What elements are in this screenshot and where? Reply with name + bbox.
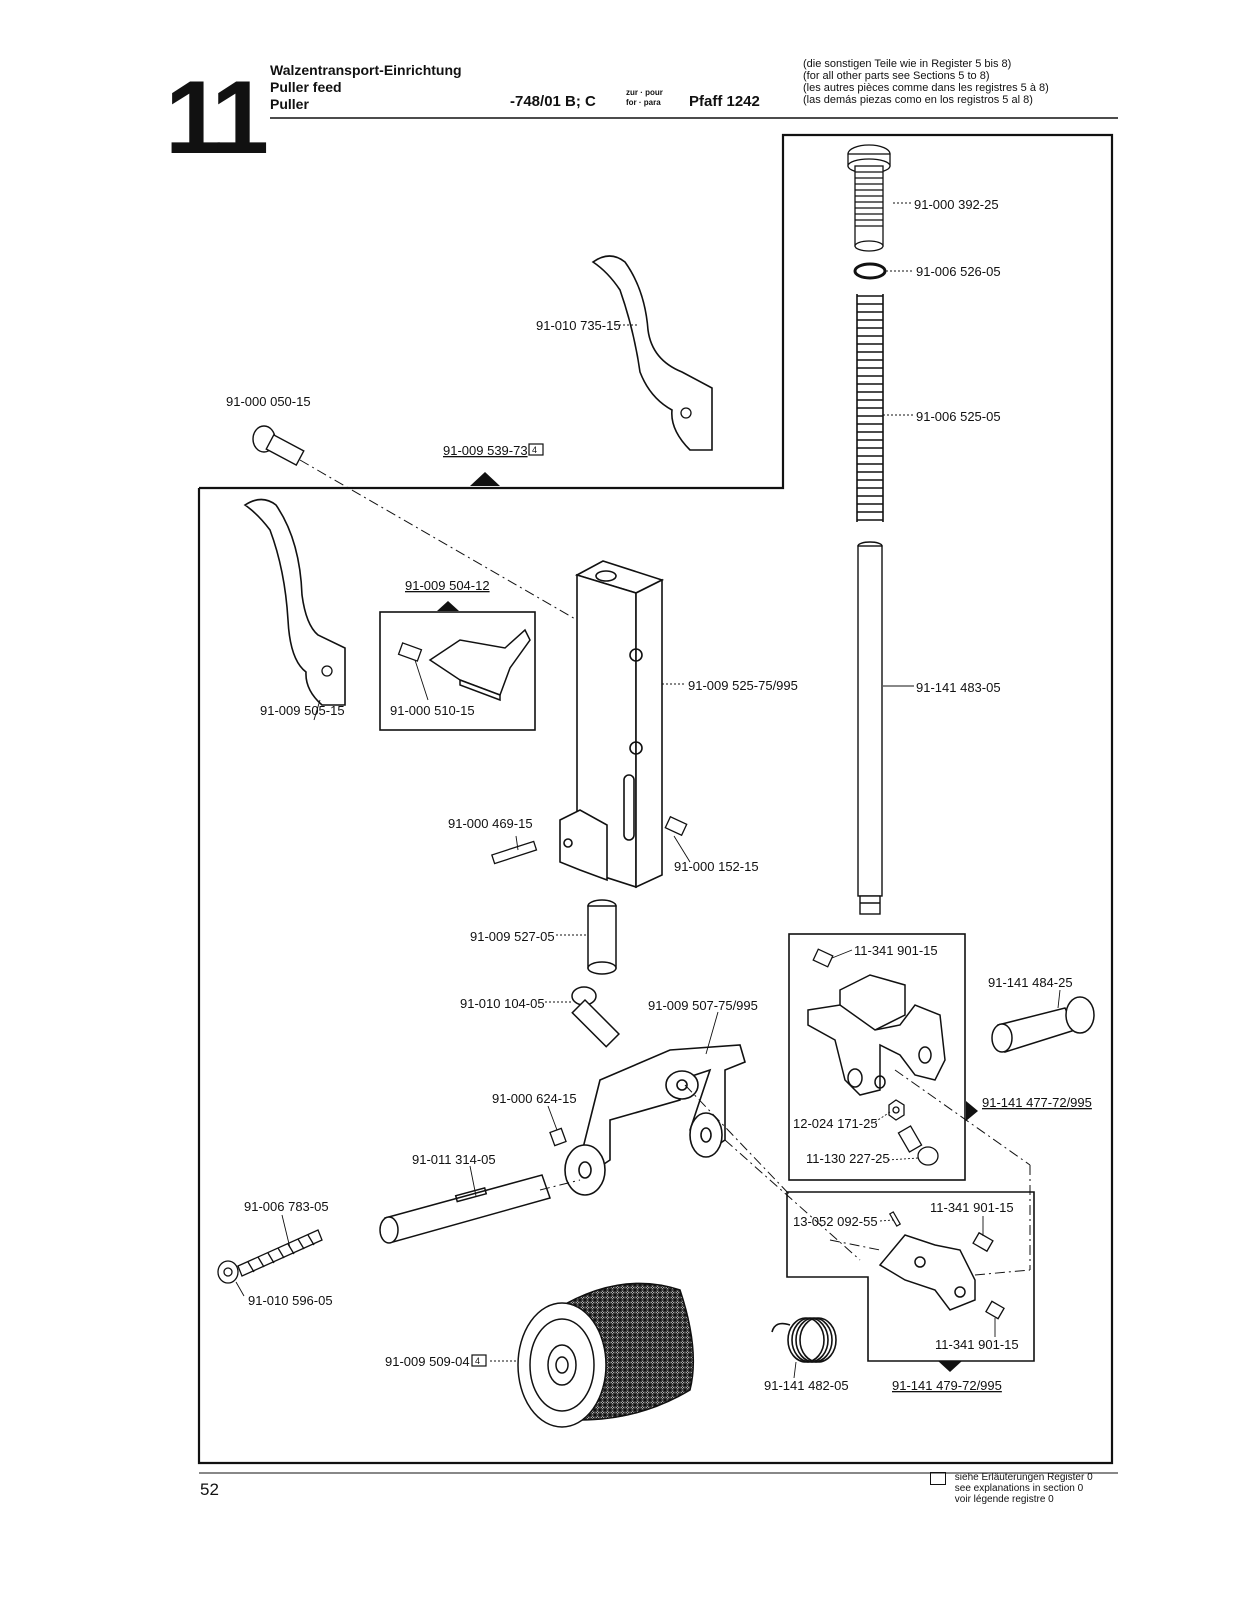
legend-line-english: see explanations in section 0 xyxy=(954,1483,1084,1494)
bracket-block xyxy=(807,974,946,1096)
set-screw-small xyxy=(397,642,423,662)
label-part-26: 11-341 901-15 xyxy=(930,1200,1014,1215)
notes-block: (die sonstigen Teile wie in Register 5 b… xyxy=(803,58,1049,106)
machine-name: Pfaff 1242 xyxy=(689,93,760,110)
assembly-lines xyxy=(299,459,1031,1276)
label-part-9: 91-141 483-05 xyxy=(916,680,1001,695)
label-part-15: 11-341 901-15 xyxy=(854,943,938,958)
bushing xyxy=(587,899,617,975)
long-rod xyxy=(857,541,883,915)
label-part-6: 91-009 539-73 xyxy=(443,443,528,458)
sub-box-wing-part xyxy=(379,611,536,731)
note-german: (die sonstigen Teile wie in Register 5 b… xyxy=(803,58,1012,70)
label-part-8: 91-009 525-75/995 xyxy=(688,678,798,693)
label-part-12: 91-000 469-15 xyxy=(448,816,533,831)
label-part-20: 91-141 477-72/995 xyxy=(982,1095,1092,1110)
knurled-pin xyxy=(237,1229,323,1277)
title-block: Walzentransport-Einrichtung Puller feed … xyxy=(270,62,462,113)
hook-lever-upper xyxy=(591,255,713,451)
note-french: (les autres pièces comme dans les regist… xyxy=(803,82,1049,94)
label-part-31: 91-141 479-72/995 xyxy=(892,1378,1002,1393)
wing-block xyxy=(428,628,531,702)
label-part-30: 91-141 482-05 xyxy=(764,1378,849,1393)
note-english: (for all other parts see Sections 5 to 8… xyxy=(803,70,990,82)
stud-bolt xyxy=(571,986,621,1048)
page-number: 52 xyxy=(200,1480,219,1499)
leader-lines xyxy=(235,202,1061,1379)
label-part-23: 91-011 314-05 xyxy=(412,1152,496,1167)
label-part-7: 91-009 504-12 xyxy=(405,578,490,593)
box-mark-b xyxy=(471,1354,487,1367)
label-part-5: 91-000 050-15 xyxy=(226,394,311,409)
label-part-16: 91-141 484-25 xyxy=(988,975,1073,990)
label-part-27: 91-010 596-05 xyxy=(248,1293,333,1308)
socket-screw xyxy=(897,1125,939,1166)
label-part-3: 91-010 735-15 xyxy=(536,318,621,333)
label-part-4: 91-006 525-05 xyxy=(916,409,1001,424)
label-part-13: 91-000 152-15 xyxy=(674,859,759,874)
set-screw-lever-a xyxy=(972,1231,994,1253)
for-label: zur · pour for · para xyxy=(626,88,663,108)
box-mark-a xyxy=(528,443,544,456)
label-part-14: 91-009 527-05 xyxy=(470,929,555,944)
label-part-21: 12-024 171-25 xyxy=(793,1116,878,1131)
sub-box-pointer-a xyxy=(437,601,459,611)
pivot-pin xyxy=(991,996,1095,1053)
label-part-11: 91-000 510-15 xyxy=(390,703,475,718)
set-screw-column xyxy=(664,815,688,837)
washer-screw xyxy=(217,1260,239,1284)
diagram-frame xyxy=(197,133,1114,1465)
roll-pin xyxy=(888,1211,902,1227)
hook-lever-left xyxy=(243,498,346,706)
cap-screw xyxy=(252,425,305,466)
label-part-19: 91-000 624-15 xyxy=(492,1091,577,1106)
label-part-17: 91-010 104-05 xyxy=(460,996,545,1011)
label-part-28: 11-341 901-15 xyxy=(935,1337,1019,1352)
label-part-25: 13-052 092-55 xyxy=(793,1214,878,1229)
zur-pour-label: zur · pour xyxy=(626,88,663,97)
label-part-2: 91-006 526-05 xyxy=(916,264,1001,279)
box-mark-a-num: 4 xyxy=(532,445,537,455)
threaded-sleeve xyxy=(847,144,891,252)
sub-box-lever xyxy=(786,1191,1035,1362)
box-mark-b-num: 4 xyxy=(475,1356,480,1366)
hex-nut xyxy=(888,1099,905,1121)
sub-box-bracket xyxy=(788,933,966,1181)
title-german: Walzentransport-Einrichtung xyxy=(270,62,462,78)
label-part-1: 91-000 392-25 xyxy=(914,197,999,212)
sub-box-pointer-c xyxy=(966,1101,978,1121)
for-para-label: for · para xyxy=(626,98,661,107)
set-screw-fork xyxy=(549,1127,567,1147)
compression-spring xyxy=(856,294,884,522)
label-part-18: 91-009 507-75/995 xyxy=(648,998,758,1013)
set-screw-lever-b xyxy=(985,1300,1005,1320)
feed-roller xyxy=(517,1282,695,1428)
roller-shaft xyxy=(379,1174,551,1244)
sub-box-pointer-b xyxy=(938,1361,962,1372)
note-spanish: (las demás piezas como en los registros … xyxy=(803,94,1033,106)
section-number: 11 xyxy=(165,60,269,176)
legend-line-french: voir légende registre 0 xyxy=(954,1494,1054,1505)
frame-pointer xyxy=(470,472,500,486)
label-part-29: 91-009 509-04 xyxy=(385,1354,470,1369)
dowel-pin xyxy=(491,840,538,865)
legend: siehe Erläuterungen Register 0 see expla… xyxy=(930,1472,1093,1505)
legend-box-icon xyxy=(930,1472,946,1485)
label-part-10: 91-009 505-15 xyxy=(260,703,345,718)
ring-washer xyxy=(853,262,887,280)
label-part-24: 91-006 783-05 xyxy=(244,1199,329,1214)
label-part-22: 11-130 227-25 xyxy=(806,1151,890,1166)
set-screw-bracket xyxy=(812,948,834,968)
main-column xyxy=(559,560,665,889)
title-french: Puller xyxy=(270,96,309,112)
torsion-spring xyxy=(771,1317,837,1363)
title-english: Puller feed xyxy=(270,79,342,95)
model-number: -748/01 B; C xyxy=(510,93,596,110)
legend-line-german: siehe Erläuterungen Register 0 xyxy=(954,1472,1093,1483)
lever-part xyxy=(878,1234,976,1311)
